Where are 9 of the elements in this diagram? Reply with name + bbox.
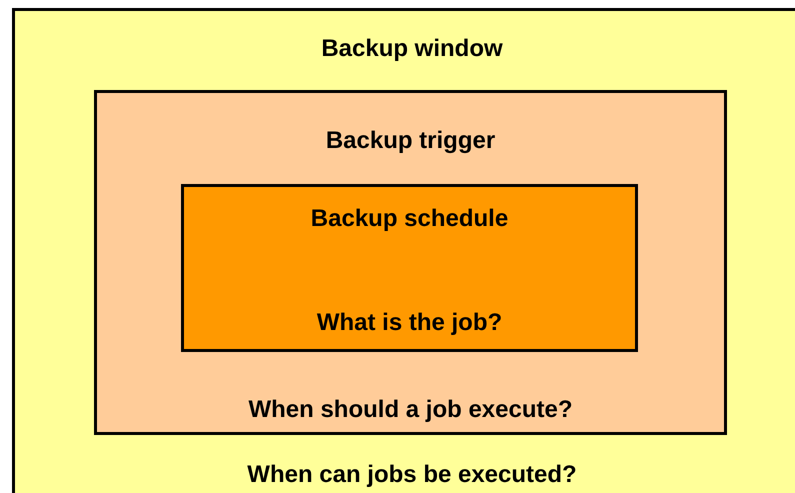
nested-box (12, 8, 795, 493)
box-heading: Backup trigger (326, 127, 496, 155)
nested-box (181, 184, 638, 352)
nested-box (94, 90, 727, 435)
box-heading: Backup schedule (310, 205, 508, 233)
box-question: What is the job? (316, 309, 502, 337)
box-question: When can jobs be executed? (247, 461, 577, 489)
box-question: When should a job execute? (248, 396, 573, 424)
box-heading: Backup window (321, 35, 503, 63)
